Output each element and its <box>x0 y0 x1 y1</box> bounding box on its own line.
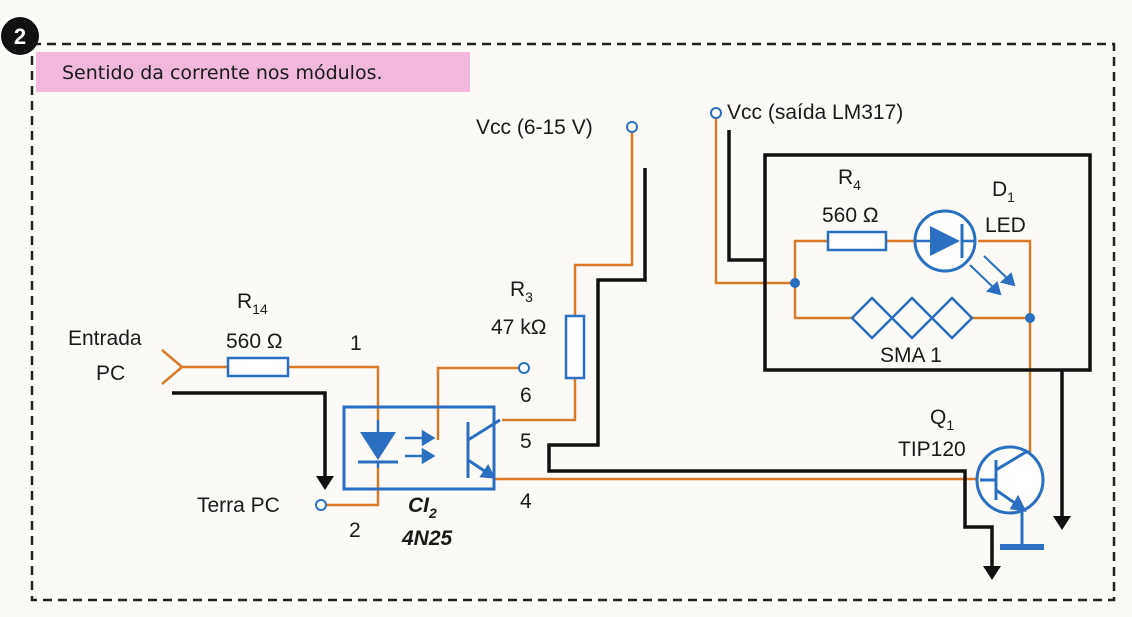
phototransistor-icon <box>466 418 501 479</box>
figure-number: 2 <box>14 24 26 49</box>
resistor-r14 <box>226 356 290 378</box>
label-r3-value: 47 kΩ <box>491 316 546 339</box>
label-ci2-part: 4N25 <box>401 527 453 550</box>
current-path <box>172 130 1092 568</box>
label-d1: D1 <box>992 178 1015 205</box>
label-r14: R14 <box>237 290 268 317</box>
led-light-arrows-icon <box>969 255 1016 296</box>
opto-led-icon <box>360 432 396 460</box>
label-pin1: 1 <box>350 332 362 355</box>
terminal-vcc-lm317 <box>710 107 722 119</box>
arrow-module-icon <box>1053 516 1071 530</box>
transistor-q1-symbol-icon <box>980 450 1030 544</box>
wires <box>182 118 1032 507</box>
label-r14-value: 560 Ω <box>226 330 283 353</box>
label-q1: Q1 <box>930 406 954 433</box>
sma-wire <box>850 296 974 340</box>
label-r4-value: 560 Ω <box>822 204 879 227</box>
terminal-vcc-main <box>626 121 638 133</box>
ground-symbol <box>1000 544 1044 550</box>
label-vcc-main: Vcc (6-15 V) <box>476 116 593 139</box>
arrow-terra-pc-icon <box>316 476 334 490</box>
label-q1-part: TIP120 <box>898 438 966 461</box>
opto-light-arrows-icon <box>405 429 436 465</box>
transistor-q1 <box>975 445 1045 515</box>
junction-dot-right <box>1025 313 1035 323</box>
label-entrada: Entrada <box>68 327 142 350</box>
label-r3: R3 <box>510 278 533 305</box>
terminal-terra-pc <box>315 499 327 511</box>
label-pin6: 6 <box>520 384 532 407</box>
label-pin2: 2 <box>349 519 361 542</box>
resistor-r4 <box>826 230 888 252</box>
optocoupler-ci2 <box>342 405 496 491</box>
label-d1-type: LED <box>985 214 1026 237</box>
label-pc: PC <box>96 362 125 385</box>
figure-number-badge <box>1 17 39 55</box>
label-pin5: 5 <box>520 430 532 453</box>
figure-title: Sentido da corrente nos módulos. <box>62 62 383 84</box>
terminal-pin6 <box>518 362 530 374</box>
input-connector-icon <box>161 349 184 385</box>
dashed-frame <box>30 42 1116 602</box>
resistor-r3 <box>564 314 586 380</box>
title-band <box>36 52 470 92</box>
led-d1-icon <box>930 226 960 256</box>
label-ci2: CI2 <box>408 494 437 521</box>
label-sma: SMA 1 <box>880 344 942 367</box>
label-vcc-lm317: Vcc (saída LM317) <box>727 101 903 124</box>
junction-dot-left <box>790 278 800 288</box>
arrow-ground-icon <box>983 566 1001 580</box>
label-pin4: 4 <box>520 490 532 513</box>
label-r4: R4 <box>838 166 861 193</box>
label-terra-pc: Terra PC <box>197 494 280 517</box>
